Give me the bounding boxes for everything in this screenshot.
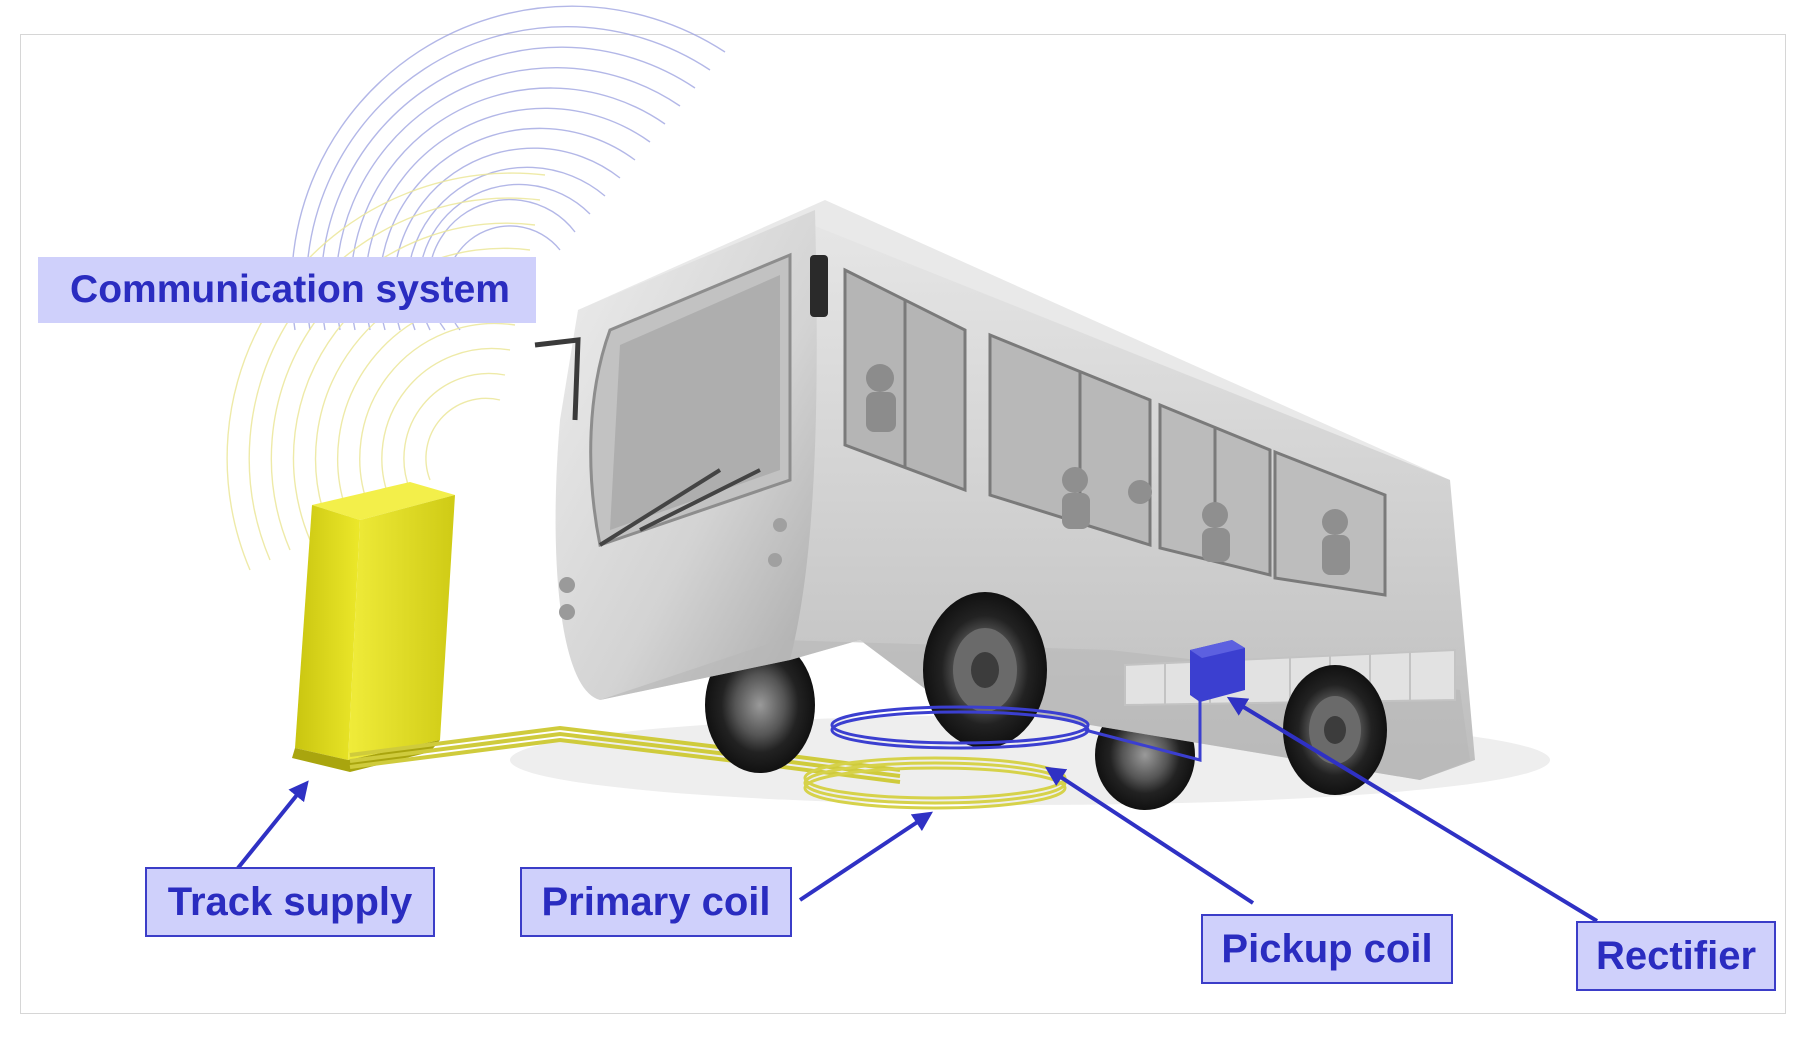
label-primary-coil: Primary coil — [520, 867, 792, 937]
label-track-supply: Track supply — [145, 867, 435, 937]
rectifier-block — [1190, 640, 1245, 702]
track-supply-cabinet — [292, 482, 455, 772]
signal-waves-icon — [226, 5, 726, 571]
label-rectifier: Rectifier — [1576, 921, 1776, 991]
label-communication-system: Communication system — [38, 257, 536, 323]
arrow-icon — [1044, 766, 1255, 905]
arrow-icon — [798, 811, 933, 902]
arrow-icon — [236, 780, 309, 870]
pointer-arrows — [236, 696, 1599, 923]
tire-rear-right — [1283, 665, 1387, 795]
pickup-coil-loop — [830, 690, 1202, 762]
tire-front-right — [923, 592, 1047, 748]
arrow-icon — [1226, 696, 1599, 923]
label-pickup-coil: Pickup coil — [1201, 914, 1453, 984]
